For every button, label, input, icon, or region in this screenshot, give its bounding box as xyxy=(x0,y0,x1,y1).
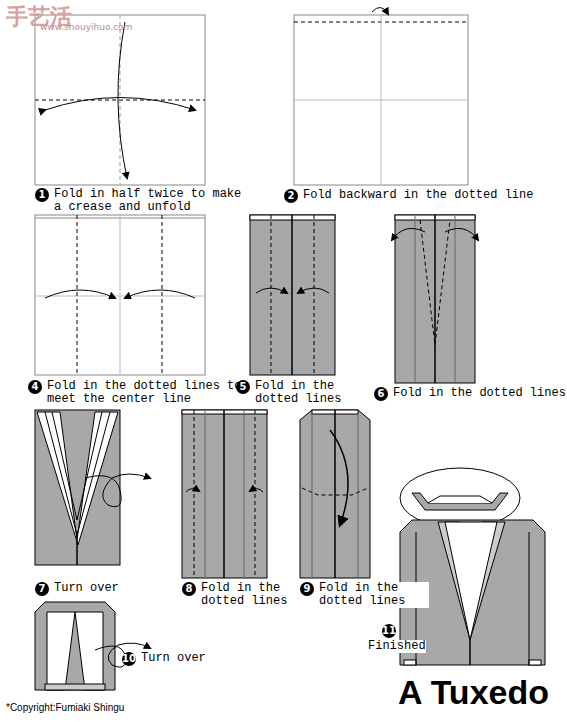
step-number: 5 xyxy=(236,380,250,394)
diagram-title: A Tuxedo xyxy=(398,672,549,712)
step-number: 7 xyxy=(35,582,49,596)
step-instruction: Turn over xyxy=(141,652,206,665)
step-label: 7 Turn over xyxy=(35,582,119,596)
step-number: 1 xyxy=(35,188,49,202)
step-label: 1 Fold in half twice to make a crease and… xyxy=(35,188,244,214)
step-instruction: Fold backward in the dotted line xyxy=(303,189,533,202)
step-number: 10 xyxy=(122,652,136,666)
step-instruction: Fold in the dotted lines xyxy=(201,582,311,608)
step-label: 11Finished xyxy=(368,624,426,653)
step-instruction: Turn over xyxy=(54,582,119,595)
copyright-note: *Copyright:Fumiaki Shingu xyxy=(6,702,124,714)
step-label: 2 Fold backward in the dotted line xyxy=(284,189,533,203)
step-label: 6 Fold in the dotted lines xyxy=(374,387,566,401)
step-instruction: Fold in half twice to make a crease and … xyxy=(54,188,244,214)
step-instruction: Finished xyxy=(368,640,426,653)
step-number: 4 xyxy=(28,380,42,394)
step-instruction: Fold in the dotted lines to meet the cen… xyxy=(47,380,247,406)
step-label: 4 Fold in the dotted lines to meet the ce… xyxy=(28,380,247,406)
step-number: 6 xyxy=(374,387,388,401)
step-number: 2 xyxy=(284,189,298,203)
step-label: 5 Fold in the dotted lines xyxy=(236,380,365,406)
step-instruction: Fold in the dotted lines xyxy=(255,380,365,406)
step-number: 9 xyxy=(300,582,314,596)
step-label: 10 Turn over xyxy=(122,652,206,666)
watermark-url: www.shouyihuo.com xyxy=(40,22,132,33)
step-instruction: Fold in the dotted lines xyxy=(319,582,429,608)
step-label: 9 Fold in the dotted lines xyxy=(300,582,429,608)
step-number: 11 xyxy=(382,624,396,638)
step-label: 8 Fold in the dotted lines xyxy=(182,582,311,608)
step-instruction: Fold in the dotted lines xyxy=(393,387,566,400)
step-number: 8 xyxy=(182,582,196,596)
